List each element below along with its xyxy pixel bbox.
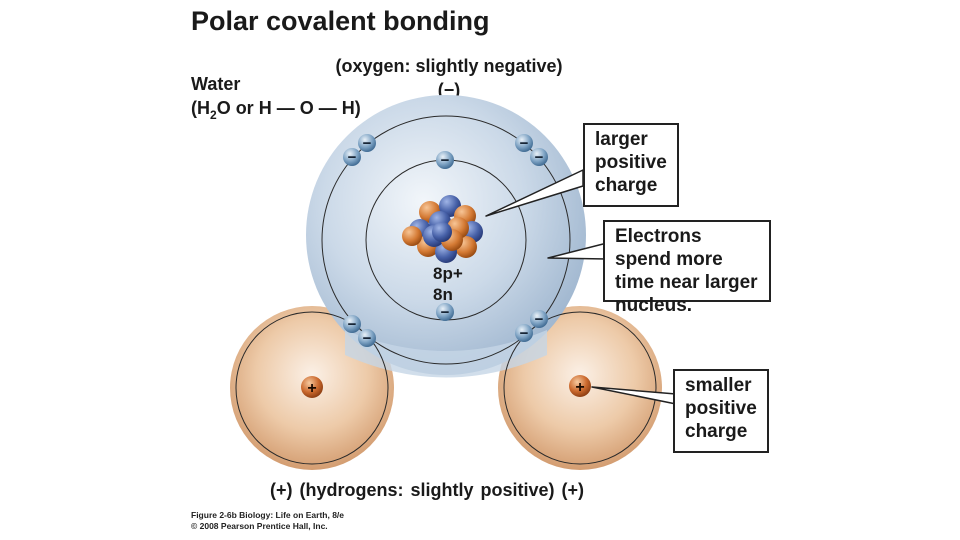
electrons: − − − − − − − − − −	[343, 134, 548, 347]
electron: −	[515, 324, 533, 342]
oxygen-nucleus	[402, 195, 483, 263]
svg-text:−: −	[535, 149, 544, 166]
svg-text:−: −	[363, 330, 372, 347]
figure-credit: Figure 2-6b Biology: Life on Earth, 8/e …	[191, 510, 344, 532]
formula-suffix: O or H — O — H)	[216, 98, 361, 118]
svg-text:−: −	[348, 149, 357, 166]
left-hydrogen-orbit	[235, 311, 389, 465]
right-hydrogen-proton: +	[569, 375, 591, 397]
electron: −	[358, 134, 376, 152]
electron: −	[436, 303, 454, 321]
electron: −	[436, 151, 454, 169]
right-hydrogen-orbit	[503, 311, 657, 465]
hydrogens-charge-note: (+) (hydrogens: slightly positive) (+)	[270, 480, 585, 500]
svg-text:−: −	[520, 325, 529, 342]
svg-text:−: −	[441, 304, 450, 321]
molecule-name: Water	[191, 74, 241, 94]
electron: −	[530, 148, 548, 166]
oxygen-outer-orbit	[321, 115, 571, 365]
nucleus-protons-label: 8p+	[433, 264, 463, 283]
electrons-callout: Electrons spend more time near larger nu…	[603, 220, 771, 316]
svg-text:−: −	[348, 316, 357, 333]
svg-text:−: −	[535, 311, 544, 328]
svg-text:+: +	[575, 379, 584, 396]
nucleus-neutrons-label: 8n	[433, 285, 453, 304]
electron: −	[530, 310, 548, 328]
svg-text:+: +	[307, 380, 316, 397]
oxygen-sign: (−)	[437, 80, 461, 100]
credit-line-2: © 2008 Pearson Prentice Hall, Inc.	[191, 521, 328, 531]
electron: −	[515, 134, 533, 152]
svg-text:−: −	[441, 152, 450, 169]
electron: −	[343, 148, 361, 166]
smaller-charge-callout: smaller positive charge	[673, 369, 769, 453]
diagram-title: Polar covalent bonding	[191, 6, 490, 36]
larger-charge-callout: larger positive charge	[583, 123, 679, 207]
molecule-formula: (H2O or H — O — H)	[191, 96, 361, 122]
oxygen-note-text: (oxygen: slightly negative)	[335, 56, 563, 76]
formula-subscript: 2	[210, 108, 217, 122]
svg-text:−: −	[363, 135, 372, 152]
left-hydrogen-proton: +	[301, 376, 323, 398]
oxygen-cloud-overlap	[345, 330, 547, 378]
formula-prefix: (H	[191, 98, 210, 118]
electron: −	[343, 315, 361, 333]
electron: −	[358, 329, 376, 347]
credit-line-1: Figure 2-6b Biology: Life on Earth, 8/e	[191, 510, 345, 520]
molecule-label: Water (H2O or H — O — H)	[191, 72, 361, 122]
svg-text:−: −	[520, 135, 529, 152]
oxygen-charge-note: (oxygen: slightly negative) (−)	[324, 54, 574, 102]
